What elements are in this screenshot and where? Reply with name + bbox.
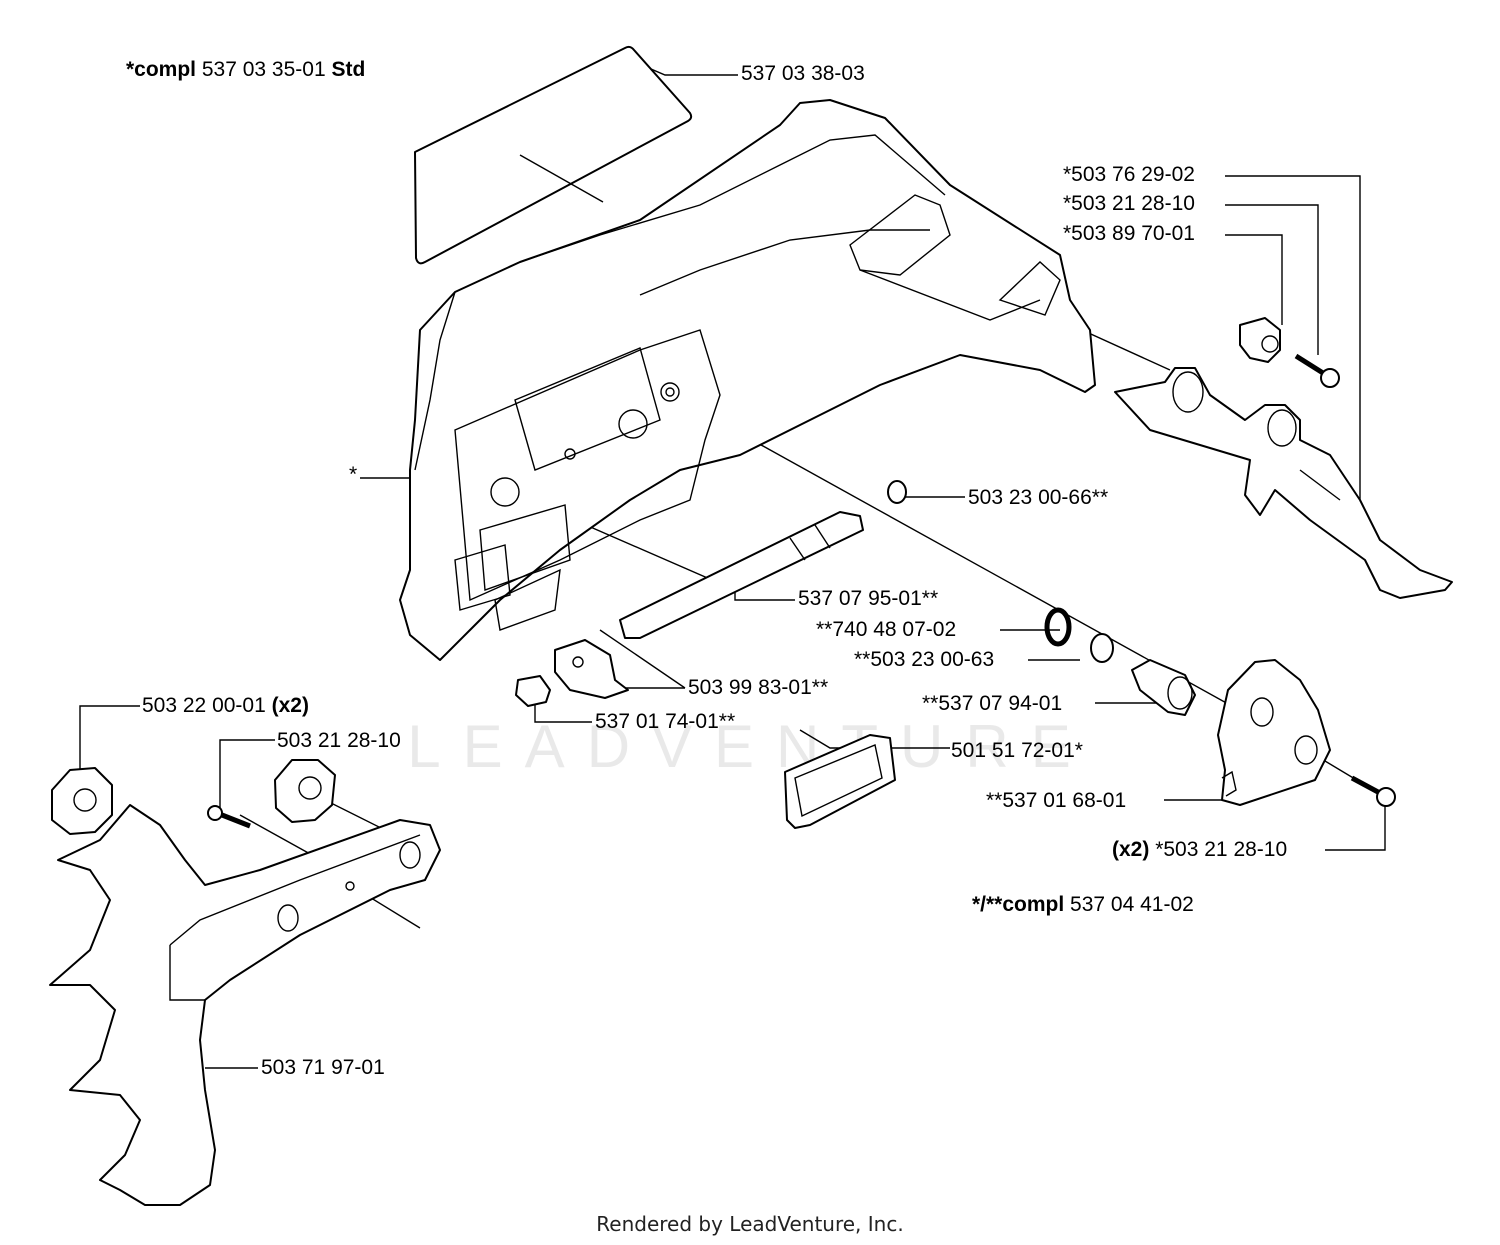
label-537-03-38-03: 537 03 38-03 <box>741 62 865 85</box>
leader-lines <box>79 59 1386 1069</box>
bushing-part <box>1131 659 1196 716</box>
label-compl-std: *compl 537 03 35-01 Std <box>126 58 365 82</box>
brake-bracket-part <box>1114 367 1453 599</box>
label-compl-std-prefix: *compl <box>126 58 197 81</box>
label-compl-kit-number: 537 04 41-02 <box>1070 893 1194 916</box>
label-537-01-68-01: **537 01 68-01 <box>986 789 1127 812</box>
chain-cover-body <box>399 99 1096 661</box>
footer-credit: Rendered by LeadVenture, Inc. <box>596 1212 904 1236</box>
label-compl-std-suffix: Std <box>331 58 366 81</box>
screw-part-left <box>207 805 251 829</box>
label-503-22-00-01-number: 503 22 00-01 <box>142 694 266 717</box>
label-x2-number: *503 21 28-10 <box>1155 838 1288 861</box>
adjuster-part <box>1239 317 1281 363</box>
label-x2-503-21-28-10: (x2) *503 21 28-10 <box>1112 838 1287 862</box>
oring-part <box>1044 607 1072 647</box>
label-503-21-28-10-left: 503 21 28-10 <box>277 729 401 752</box>
pin-part <box>554 639 629 699</box>
pad-part <box>784 734 896 829</box>
label-503-76-29-02: *503 76 29-02 <box>1063 163 1195 186</box>
nut-part-left <box>51 767 113 835</box>
label-503-22-00-01: 503 22 00-01 (x2) <box>142 694 309 718</box>
shaft-part <box>619 511 864 639</box>
label-503-22-00-01-qty: (x2) <box>271 694 309 717</box>
label-star: * <box>349 463 358 486</box>
label-compl-kit: */**compl 537 04 41-02 <box>972 893 1194 917</box>
label-compl-std-number: 537 03 35-01 <box>201 58 326 81</box>
label-740-48-07-02: **740 48 07-02 <box>816 618 957 641</box>
watermark: LEADVENTURE <box>407 713 1093 780</box>
label-503-23-00-66: 503 23 00-66** <box>968 486 1109 509</box>
label-x2-qty: (x2) <box>1112 838 1150 861</box>
label-503-99-83-01: 503 99 83-01** <box>688 676 829 699</box>
screw-part-top <box>1294 353 1340 388</box>
label-503-71-97-01: 503 71 97-01 <box>261 1056 385 1079</box>
plate-part <box>1217 659 1331 806</box>
label-503-89-70-01: *503 89 70-01 <box>1063 222 1195 245</box>
label-537-07-94-01: **537 07 94-01 <box>922 692 1063 715</box>
washer-part-66 <box>887 480 907 504</box>
sticker-part <box>414 45 693 265</box>
label-537-07-95-01: 537 07 95-01** <box>798 587 939 610</box>
label-compl-kit-prefix: */**compl <box>972 893 1065 916</box>
label-503-23-00-63: **503 23 00-63 <box>854 648 995 671</box>
label-501-51-72-01: 501 51 72-01* <box>951 739 1083 762</box>
small-pin-part <box>515 675 551 707</box>
washer-part-63 <box>1090 633 1114 663</box>
label-503-21-28-10-top: *503 21 28-10 <box>1063 192 1195 215</box>
hand-guard-part <box>49 804 441 1206</box>
nut-part-right <box>274 759 336 823</box>
label-537-01-74-01: 537 01 74-01** <box>595 710 736 733</box>
screw-part-bottom <box>1350 775 1396 807</box>
